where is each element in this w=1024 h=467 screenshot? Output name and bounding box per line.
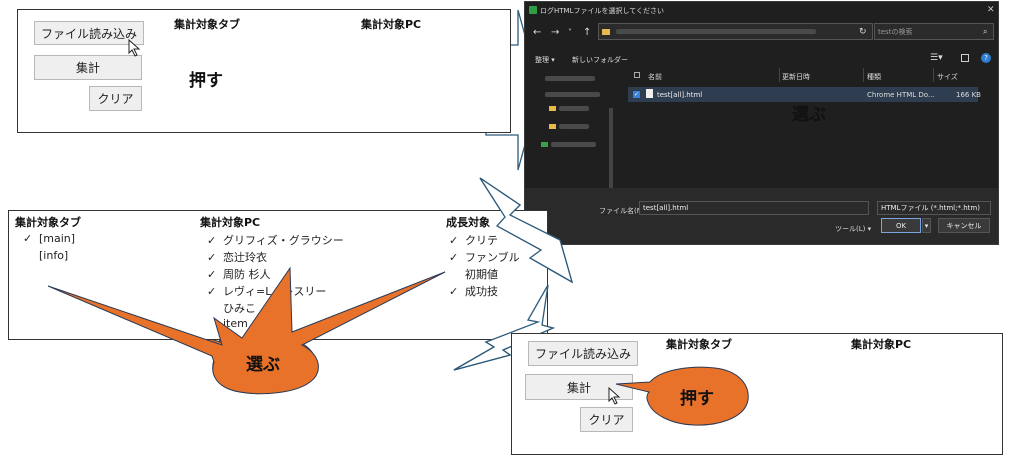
clear-button[interactable]: クリア xyxy=(89,86,142,111)
search-input[interactable]: testの検索 xyxy=(874,23,994,40)
cursor-icon xyxy=(128,39,141,57)
pc-option[interactable]: item xyxy=(223,317,248,330)
callout-press-1-label: 押す xyxy=(189,71,223,91)
ok-button[interactable]: OK xyxy=(881,218,921,233)
column-type[interactable]: 種類 xyxy=(867,73,881,81)
callout-choose-dialog-label: 選ぶ xyxy=(792,105,826,125)
header-growth-target: 成長対象 xyxy=(446,216,490,229)
dialog-title: ログHTMLファイルを選択してください xyxy=(540,7,665,15)
growth-option[interactable]: ✓ファンブル xyxy=(449,251,520,264)
aggregate-button[interactable]: 集計 xyxy=(34,55,142,80)
tab-option-info[interactable]: [info] xyxy=(39,249,69,262)
html-file-icon xyxy=(646,89,653,98)
file-size: 166 KB xyxy=(956,91,981,99)
header-target-tab: 集計対象タブ xyxy=(174,18,240,31)
navigation-pane xyxy=(525,68,617,188)
pc-option[interactable]: ✓グリフィズ・グラウシー xyxy=(207,234,344,247)
organize-menu[interactable]: 整理 ▾ xyxy=(535,56,555,64)
tab-option-main[interactable]: ✓[main] xyxy=(23,232,76,245)
forward-arrow-icon[interactable]: → xyxy=(551,27,560,38)
column-name[interactable]: 名前 xyxy=(648,73,662,81)
growth-option[interactable]: 初期値 xyxy=(465,268,498,281)
pc-option[interactable]: ひみこ xyxy=(223,302,256,315)
cursor-icon xyxy=(608,387,621,405)
checkbox-icon[interactable]: ✓ xyxy=(633,91,640,98)
header-target-tab: 集計対象タブ xyxy=(666,338,732,351)
cancel-button[interactable]: キャンセル xyxy=(938,218,990,233)
up-arrow-icon[interactable]: ↑ xyxy=(583,27,592,38)
growth-option[interactable]: ✓クリテ xyxy=(449,234,498,247)
select-all-checkbox[interactable] xyxy=(634,72,640,78)
ok-dropdown-icon[interactable]: ▾ xyxy=(922,218,931,233)
clear-button[interactable]: クリア xyxy=(580,407,633,432)
new-folder-button[interactable]: 新しいフォルダー xyxy=(572,56,628,64)
help-icon[interactable]: ? xyxy=(981,53,991,63)
column-size[interactable]: サイズ xyxy=(937,73,958,81)
header-target-tab: 集計対象タブ xyxy=(15,216,81,229)
column-date[interactable]: 更新日時 xyxy=(782,73,810,81)
pc-option[interactable]: ✓恋辻玲衣 xyxy=(207,251,267,264)
file-type: Chrome HTML Do... xyxy=(867,91,935,99)
header-target-pc: 集計対象PC xyxy=(361,18,422,31)
panel-select-targets: 集計対象タブ 集計対象PC 成長対象 ✓[main] [info] ✓グリフィズ… xyxy=(8,210,548,340)
pc-option[interactable]: ✓レヴィ=L・レスリー xyxy=(207,285,327,298)
callout-choose-list-label: 選ぶ xyxy=(246,355,280,375)
pc-option[interactable]: ✓周防 杉人 xyxy=(207,268,271,281)
filename-input[interactable]: test[all].html xyxy=(639,201,869,215)
refresh-icon[interactable]: ↻ xyxy=(859,27,867,37)
folder-icon xyxy=(602,28,610,35)
file-open-dialog: ログHTMLファイルを選択してください ✕ ← → ˅ ↑ ˅ ↻ testの検… xyxy=(524,1,999,245)
address-path-redacted xyxy=(616,29,816,34)
chevron-down-icon[interactable]: ˅ xyxy=(568,28,572,37)
dialog-footer xyxy=(525,188,998,244)
filename-label: ファイル名(N): xyxy=(599,207,648,215)
file-load-button[interactable]: ファイル読み込み xyxy=(34,21,144,45)
file-name[interactable]: test[all].html xyxy=(657,91,703,99)
app-icon xyxy=(529,6,537,14)
address-bar[interactable] xyxy=(598,23,873,40)
file-load-button[interactable]: ファイル読み込み xyxy=(528,341,638,366)
file-row-selected[interactable] xyxy=(628,87,978,102)
panel-after-load: ファイル読み込み 集計 クリア 集計対象タブ 集計対象PC xyxy=(511,333,1003,455)
back-arrow-icon[interactable]: ← xyxy=(533,27,542,38)
filetype-select[interactable]: HTMLファイル (*.html;*.htm) xyxy=(877,201,991,215)
view-options-icon[interactable]: ☰▾ xyxy=(930,53,943,63)
tools-menu[interactable]: ツール(L) ▾ xyxy=(835,225,872,233)
callout-press-2-label: 押す xyxy=(680,389,714,409)
close-icon[interactable]: ✕ xyxy=(987,5,995,15)
growth-option[interactable]: ✓成功技 xyxy=(449,285,498,298)
header-target-pc: 集計対象PC xyxy=(200,216,261,229)
header-target-pc: 集計対象PC xyxy=(851,338,912,351)
check-mark: ✓ xyxy=(23,232,33,245)
preview-pane-icon[interactable] xyxy=(961,54,969,62)
search-icon: ⌕ xyxy=(983,27,988,36)
panel-before-load: ファイル読み込み 集計 クリア 集計対象タブ 集計対象PC xyxy=(17,9,511,133)
